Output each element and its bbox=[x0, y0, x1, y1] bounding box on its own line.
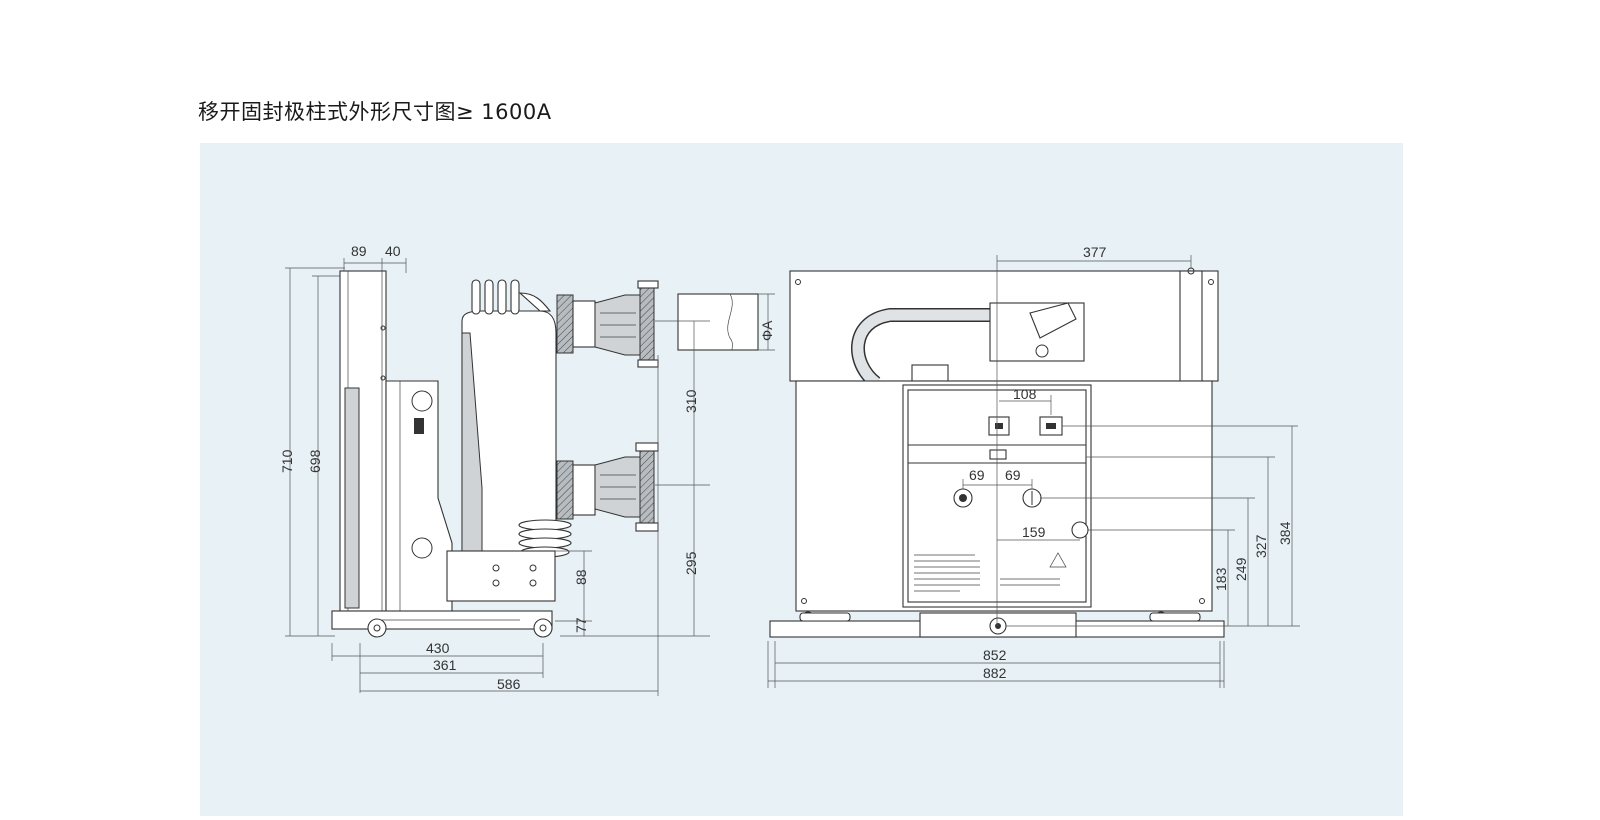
dim-88: 88 bbox=[573, 569, 589, 585]
nameplate bbox=[914, 552, 1067, 592]
dim-183: 183 bbox=[1213, 567, 1229, 591]
dim-108: 108 bbox=[1013, 386, 1037, 402]
wheel-left bbox=[367, 618, 387, 638]
dim-40: 40 bbox=[385, 243, 401, 259]
dimension-drawing: 89 40 710 698 bbox=[200, 143, 1403, 816]
dim-882: 882 bbox=[983, 665, 1007, 681]
dim-430: 430 bbox=[426, 640, 450, 656]
dim-852: 852 bbox=[983, 647, 1007, 663]
dim-710: 710 bbox=[279, 449, 295, 473]
upper-terminal bbox=[556, 280, 659, 368]
dim-361: 361 bbox=[433, 657, 457, 673]
dim-159: 159 bbox=[1022, 524, 1046, 540]
dim-384: 384 bbox=[1277, 521, 1293, 545]
dim-77: 77 bbox=[573, 617, 589, 633]
dim-69-left: 69 bbox=[969, 467, 985, 483]
dim-377: 377 bbox=[1083, 244, 1107, 260]
button-lower bbox=[1071, 521, 1089, 539]
wheel-right bbox=[533, 618, 553, 638]
phi-a-label: ΦA bbox=[759, 320, 775, 341]
phi-a-detail: ΦA bbox=[677, 293, 775, 351]
dim-327: 327 bbox=[1253, 534, 1269, 558]
page-title: 移开固封极柱式外形尺寸图≥ 1600A bbox=[198, 100, 552, 124]
dim-698: 698 bbox=[307, 449, 323, 473]
dim-249: 249 bbox=[1233, 557, 1249, 581]
side-view: 89 40 710 698 bbox=[279, 243, 775, 696]
dim-69-right: 69 bbox=[1005, 467, 1021, 483]
lower-terminal bbox=[556, 442, 659, 532]
dim-89: 89 bbox=[351, 243, 367, 259]
dim-295: 295 bbox=[683, 551, 699, 575]
front-view: 377 108 69 69 159 183 249 327 384 bbox=[767, 244, 1300, 688]
top-sheds bbox=[471, 279, 552, 315]
dim-586: 586 bbox=[497, 676, 521, 692]
dim-310: 310 bbox=[683, 389, 699, 413]
base-box bbox=[446, 550, 556, 602]
side-cover bbox=[344, 387, 360, 609]
drawing-panel: 89 40 710 698 bbox=[200, 143, 1403, 816]
